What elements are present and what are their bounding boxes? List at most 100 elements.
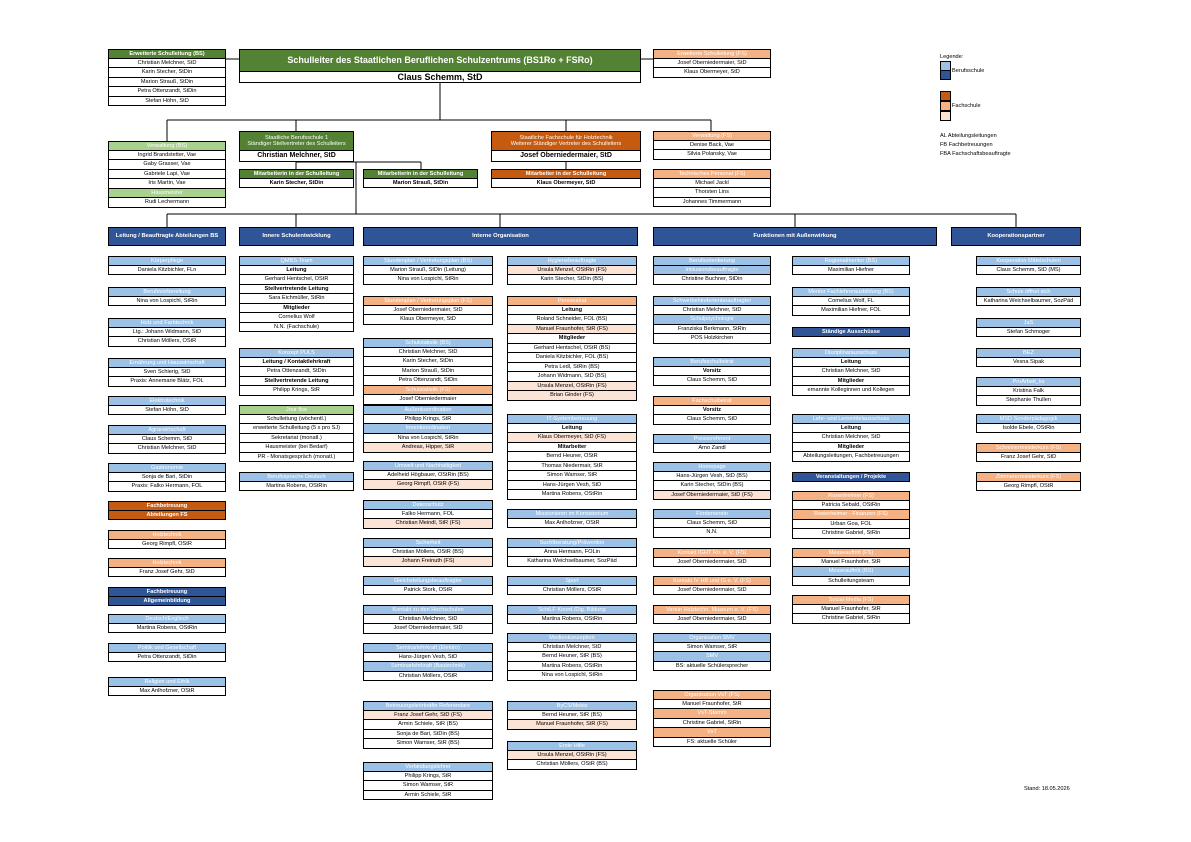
box-entry: Denise Back, Vae [653,140,771,150]
org-box: Schreinermeisterkurs (FS)Franz Josef Geh… [976,443,1081,462]
box-entry: Thorsten Lins [653,188,771,198]
box-entry: Philipp Krings, StR [363,771,493,781]
box-entry: Simon Wamser, StR [363,781,493,791]
box-entry: Petra Ledl, StRin (BS) [507,362,637,372]
box-entry: Leitung [507,305,637,315]
box-entry: Nina von Lospichl, StRin [363,433,493,443]
box-entry: Marion Strauß, StDin (Leitung) [363,265,493,275]
box-entry: Stefan Schmoger [976,327,1081,337]
box-entry: PR - Monatsgespräch (monatl.) [239,452,354,462]
box-entry: Simon Wamser, StR (BS) [363,739,493,749]
box-entry: Schulleitung (wöchentl.) [239,414,354,424]
box-header: Rosenheimer - Finanzen (FS) [792,510,910,520]
box-entry: Claus Schemm, StD [108,434,226,444]
box-entry: Sekretariat (monatl.) [239,433,354,443]
category-schulentwicklung: Innere Schulentwicklung [239,227,354,246]
box-header: Körperpflege [108,256,226,266]
box-entry: Christian Möllers, OStR (BS) [363,547,493,557]
box-header: Technisches Personal (FS) [653,169,771,179]
legend-abbrev-al: AL Abteilungsleitungen [940,133,997,139]
box-entry: Falko Hermann, FOL [363,509,493,519]
box-header: Seminarlehrkraft (Bautechnik) [363,662,493,672]
box-entry: Karin Stecher, StDin (BS) [653,481,771,491]
box-entry: Christian Möllers, OStR [507,585,637,595]
box-entry: Mitarbeiter [507,442,637,452]
box-entry: Simon Wamser, StR [653,642,771,652]
box-entry: Simon Wamser, StR [507,471,637,481]
box-header: Berufsschulbeirat [653,357,771,367]
box-header: Datenschutz [363,500,493,510]
box-header: Verwaltung (BS) [108,141,226,151]
box-header: Kontakt IGHT Ro. e. V. (FS) [653,548,771,558]
box-entry: Christian Meindl, StR (FS) [363,519,493,529]
box-entry: Martina Robens, OStRin [239,481,354,491]
box-entry: Leitung [792,423,910,433]
box-header: Organisation SMV [653,633,771,643]
box-entry: Christine Buchner, StDin [653,275,771,285]
legend-fs-swatch-light [940,111,951,121]
org-box: Regionalmentor (BS)Maximilian Hiefner [792,256,910,275]
box-entry: Max Anlhofzner, OStR [507,518,637,528]
box-entry: Nina von Lospichl, StRin [507,671,637,681]
box-entry: Sven Schierig, StD [108,367,226,377]
org-box: Stundenplan / Vertretungsplan (FS)Josef … [363,296,493,325]
box-header: Agrarwirtschaft [108,425,226,435]
box-header: SchiLF Koord./Dig. Bildung [507,605,637,615]
legend-fs-swatch [940,101,951,111]
box-entry: Josef Oberniedermaier, StD [653,585,771,595]
box-entry: Praxis: Annemarie Blätz, FOL [108,377,226,387]
box-header: SMV [653,652,771,662]
box-entry: Georg Rimpfl, OStR [976,481,1081,491]
box-entry: Josef Oberniedermaier, StD [653,58,771,68]
box-entry: Martina Robens, OStRin [507,490,637,500]
box-entry: Karin Stecher, StDin [363,357,493,367]
box-entry: Bernd Heuner, StR (BS) [507,710,637,720]
box-header: Schwerbehindertenbeauftragter [653,296,771,306]
box-entry: ernannte Kolleginnen und Kollegen [792,386,910,396]
principal-name: Claus Schemm, StD [239,72,641,83]
box-entry: Urban Goa, FOL [792,519,910,529]
box-entry: Leitung [507,423,637,433]
box-header: Gleichstellungsbeauftragter [363,576,493,586]
box-entry: Patricia Sebald, OStRin [792,500,910,510]
box-header: Social-Media (FS) [792,595,910,605]
org-box: Organisation VsT (FS)Manuel Fraunhofer, … [653,690,771,747]
box-header: MSD Sonderpädagogik [976,414,1081,424]
box-header: Pressereferent [653,434,771,444]
box-header: Stundenplan / Vertretungsplan (FS) [363,296,493,306]
box-entry: Arno Zandl [653,443,771,453]
box-entry: Cornelius Wolf [239,313,354,323]
box-entry: Georg Rimpfl, OStR [108,539,226,549]
box-entry: Hans-Jürgen Vesh, StD [363,652,493,662]
box-entry: Stefan Höhn, StD [108,96,226,106]
box-header: Inklusionsbeauftragte [653,265,771,275]
box-entry: Christian Melchner, StD [792,367,910,377]
box-entry: Christian Möllers, OStR [363,671,493,681]
box-entry: Andreas, Hipper, StR [363,443,493,453]
org-box: Erweiterte Schulleitung (FS)Josef Oberni… [653,49,771,78]
box-entry: N.N. [653,528,771,538]
box-entry: Martina Robens, OStRin [108,623,226,633]
box-header: Rosenheimer (FS) [792,491,910,501]
box-entry: Abteilungsleitungen, Fachbetreuungen [792,452,910,462]
box-header: Verwaltung (FS) [653,131,771,141]
